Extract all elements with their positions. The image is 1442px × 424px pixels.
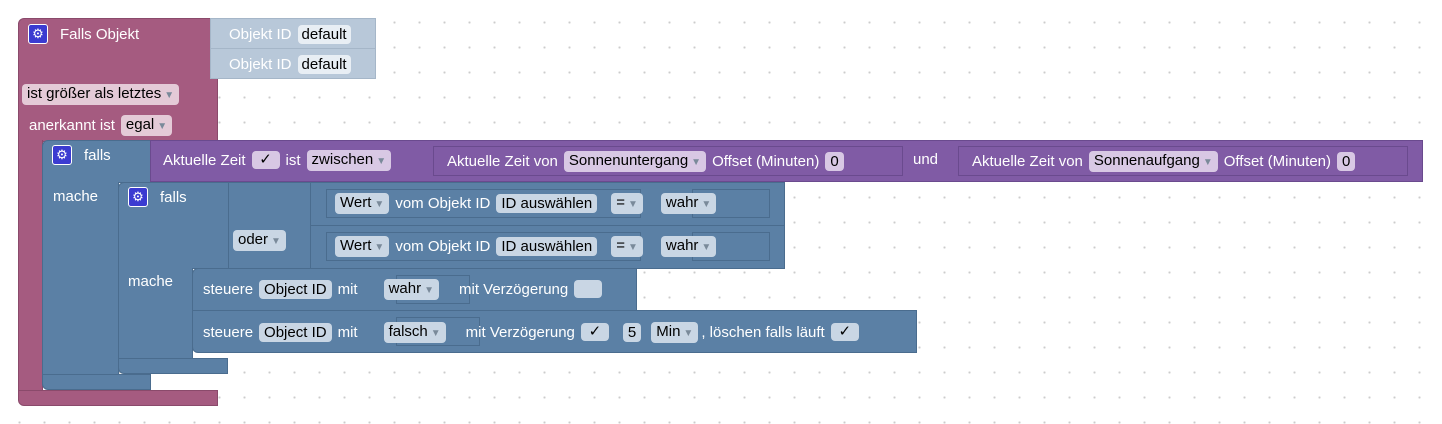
trigger-block-bottom [18,390,218,406]
ist-label: ist [285,151,301,169]
dropdown-arrow-icon: ▼ [157,120,168,132]
if-block-outer-arm [42,182,119,376]
und-label: und [913,151,939,168]
dropdown-arrow-icon: ▼ [271,235,281,247]
bool-value: wahr [388,279,422,297]
trigger-block-arm [18,140,43,392]
condition-value: ist größer als letztes [27,84,162,102]
clear-checkbox[interactable]: ✓ [830,323,859,341]
compare-operator-dropdown[interactable]: =▼ [611,192,643,214]
operator-value: = [616,193,625,211]
dropdown-arrow-icon: ▼ [376,155,387,167]
dropdown-arrow-icon: ▼ [374,241,385,253]
mache-label: mache [53,188,99,205]
mit-label: mit [337,280,358,298]
dropdown-arrow-icon: ▼ [374,198,385,210]
operator-dropdown[interactable]: zwischen▼ [306,149,392,171]
offset-label: Offset (Minuten) [1223,152,1331,170]
object-id-field[interactable]: default [297,54,351,74]
condition-dropdown[interactable]: ist größer als letztes▼ [22,83,180,105]
object-id-selector[interactable]: Object ID [259,322,332,342]
object-id-field[interactable]: default [297,24,351,44]
object-id-label: vom Objekt ID [395,237,491,255]
object-id-label: Objekt ID [229,55,292,73]
trigger-block[interactable] [18,18,218,142]
gear-icon[interactable]: ⚙ [52,145,72,165]
time-of-label: Aktuelle Zeit von [972,152,1083,170]
falls-label: falls [160,188,187,206]
bool-value: falsch [388,322,428,340]
gear-icon[interactable]: ⚙ [128,187,148,207]
checkbox[interactable]: ✓ [251,151,280,169]
delay-label: mit Verzögerung [465,323,575,341]
mache-label: mache [128,273,174,290]
time-of-dropdown[interactable]: Sonnenaufgang▼ [1088,150,1218,172]
operator-value: zwischen [311,150,374,168]
delay-label: mit Verzögerung [459,280,569,298]
bool-value: wahr [665,236,699,254]
bool-value: wahr [665,193,699,211]
value-field: Wert [340,193,372,211]
dropdown-arrow-icon: ▼ [701,198,712,210]
time-of-dropdown[interactable]: Sonnenuntergang▼ [563,150,707,172]
value-dropdown[interactable]: Wert▼ [335,235,390,257]
if-block-inner-bottom [118,358,228,374]
dropdown-arrow-icon: ▼ [701,241,712,253]
delay-input[interactable]: 5 [622,322,642,342]
dropdown-arrow-icon: ▼ [683,327,694,339]
or-dropdown[interactable]: oder▼ [233,229,286,251]
compare-operator-dropdown[interactable]: =▼ [611,235,643,257]
offset-input[interactable]: 0 [825,151,844,171]
delay-checkbox[interactable]: ✓ [580,323,609,341]
bool-dropdown[interactable]: wahr▼ [660,235,717,257]
object-id-label: Objekt ID [229,25,292,43]
object-id-selector[interactable]: Object ID [259,279,332,299]
or-block[interactable] [228,182,312,269]
control-label: steuere [203,280,254,298]
unit-value: Min [656,322,681,340]
time-of-label: Aktuelle Zeit von [447,152,558,170]
value-field: Wert [340,236,372,254]
time-of-value: Sonnenaufgang [1093,151,1200,169]
current-time-label: Aktuelle Zeit [163,151,246,169]
or-value: oder [238,230,269,248]
trigger-title: Falls Objekt [60,25,140,43]
bool-dropdown[interactable]: wahr▼ [660,192,717,214]
value-dropdown[interactable]: Wert▼ [335,192,390,214]
dropdown-arrow-icon: ▼ [424,284,434,296]
delay-checkbox[interactable] [574,280,603,298]
object-id-selector[interactable]: ID auswählen [496,193,598,213]
bool-dropdown[interactable]: falsch▼ [383,321,446,343]
clear-label: , löschen falls läuft [701,323,825,341]
bool-dropdown[interactable]: wahr▼ [383,278,439,300]
gear-icon[interactable]: ⚙ [28,24,48,44]
if-block-outer-bottom [42,374,151,390]
dropdown-arrow-icon: ▼ [628,241,638,253]
dropdown-arrow-icon: ▼ [1202,156,1213,168]
control-label: steuere [203,323,254,341]
falls-label: falls [84,146,111,164]
unit-dropdown[interactable]: Min▼ [651,321,699,343]
object-id-label: vom Objekt ID [395,194,491,212]
ack-label: anerkannt ist [29,116,115,134]
dropdown-arrow-icon: ▼ [430,327,441,339]
time-of-value: Sonnenuntergang [568,151,689,169]
operator-value: = [616,236,625,254]
ack-dropdown[interactable]: egal▼ [120,114,173,136]
dropdown-arrow-icon: ▼ [628,198,638,210]
dropdown-arrow-icon: ▼ [164,89,175,101]
mit-label: mit [337,323,358,341]
offset-label: Offset (Minuten) [712,152,820,170]
offset-input[interactable]: 0 [1337,151,1356,171]
dropdown-arrow-icon: ▼ [691,156,702,168]
object-id-selector[interactable]: ID auswählen [496,236,598,256]
ack-value: egal [125,115,155,133]
